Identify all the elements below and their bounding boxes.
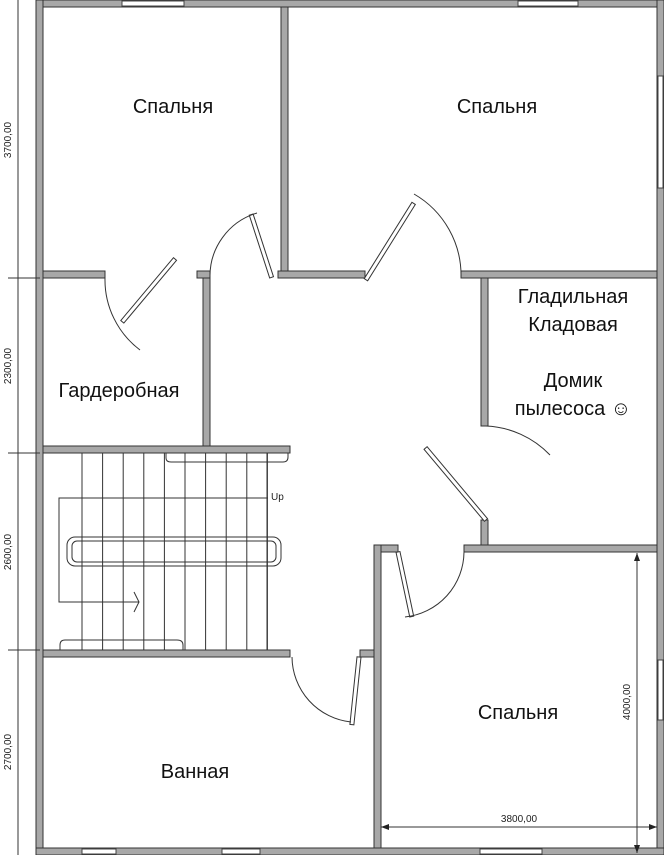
room-label-bedroom: Спальня bbox=[457, 96, 537, 118]
left-dimension-line bbox=[8, 0, 40, 855]
window bbox=[121, 0, 185, 7]
handrail bbox=[66, 536, 282, 567]
staircase bbox=[58, 453, 289, 650]
windows bbox=[81, 0, 664, 855]
room-label-vacuum: пылесоса ☺ bbox=[515, 398, 631, 420]
room-label-bedroom: Спальня bbox=[478, 702, 558, 724]
window bbox=[657, 75, 664, 189]
handrail bbox=[165, 453, 289, 463]
room-label-vacuum: Домик bbox=[544, 370, 603, 392]
dimension-label: 2600,00 bbox=[3, 533, 14, 570]
room-label-storage: Кладовая bbox=[528, 314, 618, 336]
window bbox=[81, 848, 117, 855]
exterior-walls bbox=[35, 0, 664, 855]
room-label-wardrobe: Гардеробная bbox=[59, 380, 180, 402]
dimension-label: 4000,00 bbox=[622, 683, 633, 720]
handrail bbox=[59, 639, 184, 650]
dimension-label: 3700,00 bbox=[3, 121, 14, 158]
room-label-bedroom: Спальня bbox=[133, 96, 213, 118]
window bbox=[517, 0, 579, 7]
stairs-up-label: Up bbox=[271, 492, 284, 503]
bedroom-left-door[interactable] bbox=[209, 212, 275, 279]
interior-walls bbox=[42, 6, 658, 849]
bedroom-dimension-lines bbox=[381, 553, 657, 853]
handrail bbox=[71, 540, 277, 563]
bathroom-door[interactable] bbox=[291, 656, 362, 726]
doors bbox=[104, 193, 551, 726]
dimension-label: 3800,00 bbox=[501, 814, 538, 825]
room-label-bathroom: Ванная bbox=[161, 761, 230, 783]
dimension-label: 2300,00 bbox=[3, 347, 14, 384]
walk-arrow-icon bbox=[133, 591, 140, 613]
walk-line bbox=[58, 497, 268, 603]
bedroom-bottom-door[interactable] bbox=[395, 550, 465, 618]
dimension-label: 2700,00 bbox=[3, 733, 14, 770]
room-label-ironing: Гладильная bbox=[518, 286, 628, 308]
window bbox=[221, 848, 261, 855]
bedroom-right-door[interactable] bbox=[363, 193, 462, 282]
window bbox=[657, 659, 664, 721]
window bbox=[479, 848, 543, 855]
wardrobe-door[interactable] bbox=[104, 256, 178, 351]
storage-door[interactable] bbox=[423, 425, 551, 522]
